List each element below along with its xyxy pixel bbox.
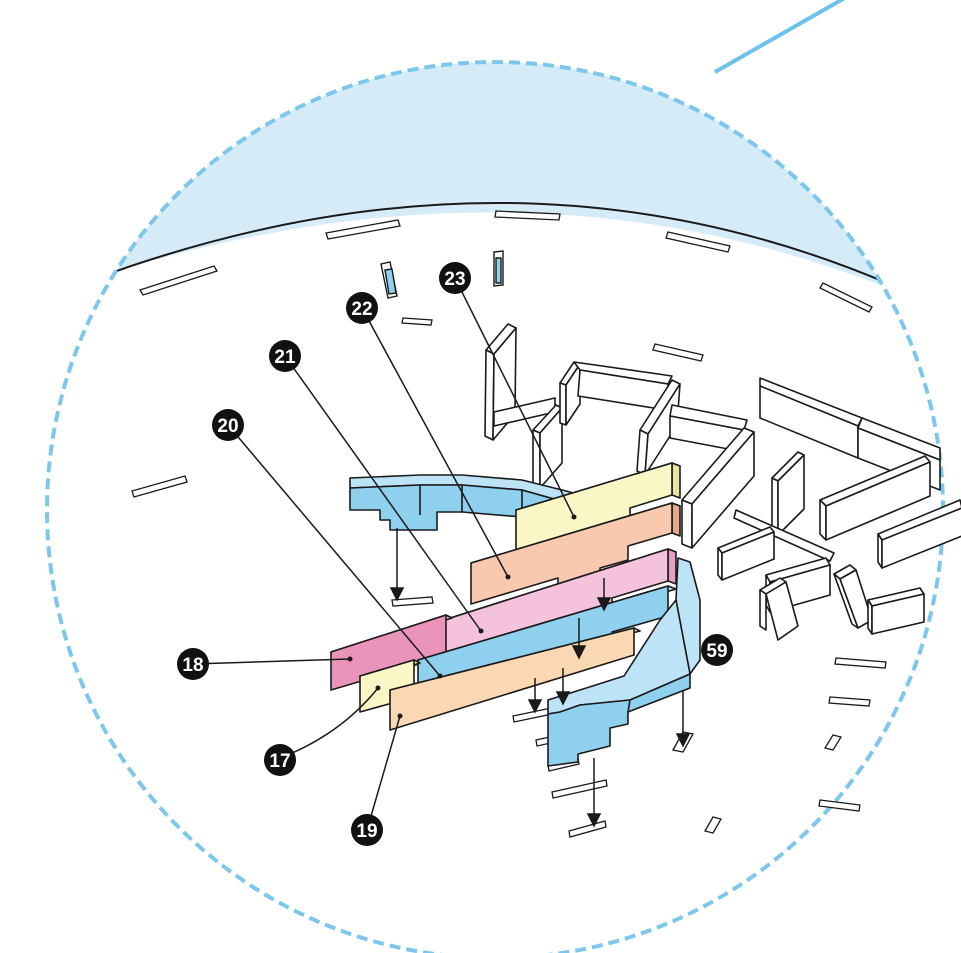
callout-22-label: 22 <box>351 299 372 320</box>
callout-20-label: 20 <box>217 416 238 437</box>
callout-59: 59 <box>701 634 733 666</box>
zoom-leader-line <box>714 0 846 74</box>
drop-arrow-blue <box>389 528 405 602</box>
callout-59-label: 59 <box>706 641 727 662</box>
callout-21: 21 <box>269 340 301 372</box>
callout-19: 19 <box>351 814 383 846</box>
callout-20: 20 <box>212 409 244 441</box>
callout-17-label: 17 <box>269 751 290 772</box>
sky-region <box>47 62 940 310</box>
blue-curved-wall-lower <box>547 557 701 767</box>
blue-curved-wall-top <box>349 474 601 541</box>
leader-dots <box>347 514 577 719</box>
part-pink-21 <box>443 548 677 661</box>
small-posts <box>380 250 504 299</box>
part-peach-19 <box>389 627 641 731</box>
part-salmon-22 <box>470 502 681 605</box>
callout-22: 22 <box>346 292 378 324</box>
callout-21-label: 21 <box>274 347 296 368</box>
white-wall-structures <box>484 323 961 641</box>
callout-18: 18 <box>177 648 209 680</box>
callout-17: 17 <box>264 744 296 776</box>
callout-18-label: 18 <box>182 655 203 676</box>
part-magenta-18 <box>330 614 453 691</box>
callout-19-label: 19 <box>356 821 377 842</box>
drop-arrows <box>527 578 691 828</box>
callout-23-label: 23 <box>444 269 465 290</box>
callout-23: 23 <box>439 262 471 294</box>
